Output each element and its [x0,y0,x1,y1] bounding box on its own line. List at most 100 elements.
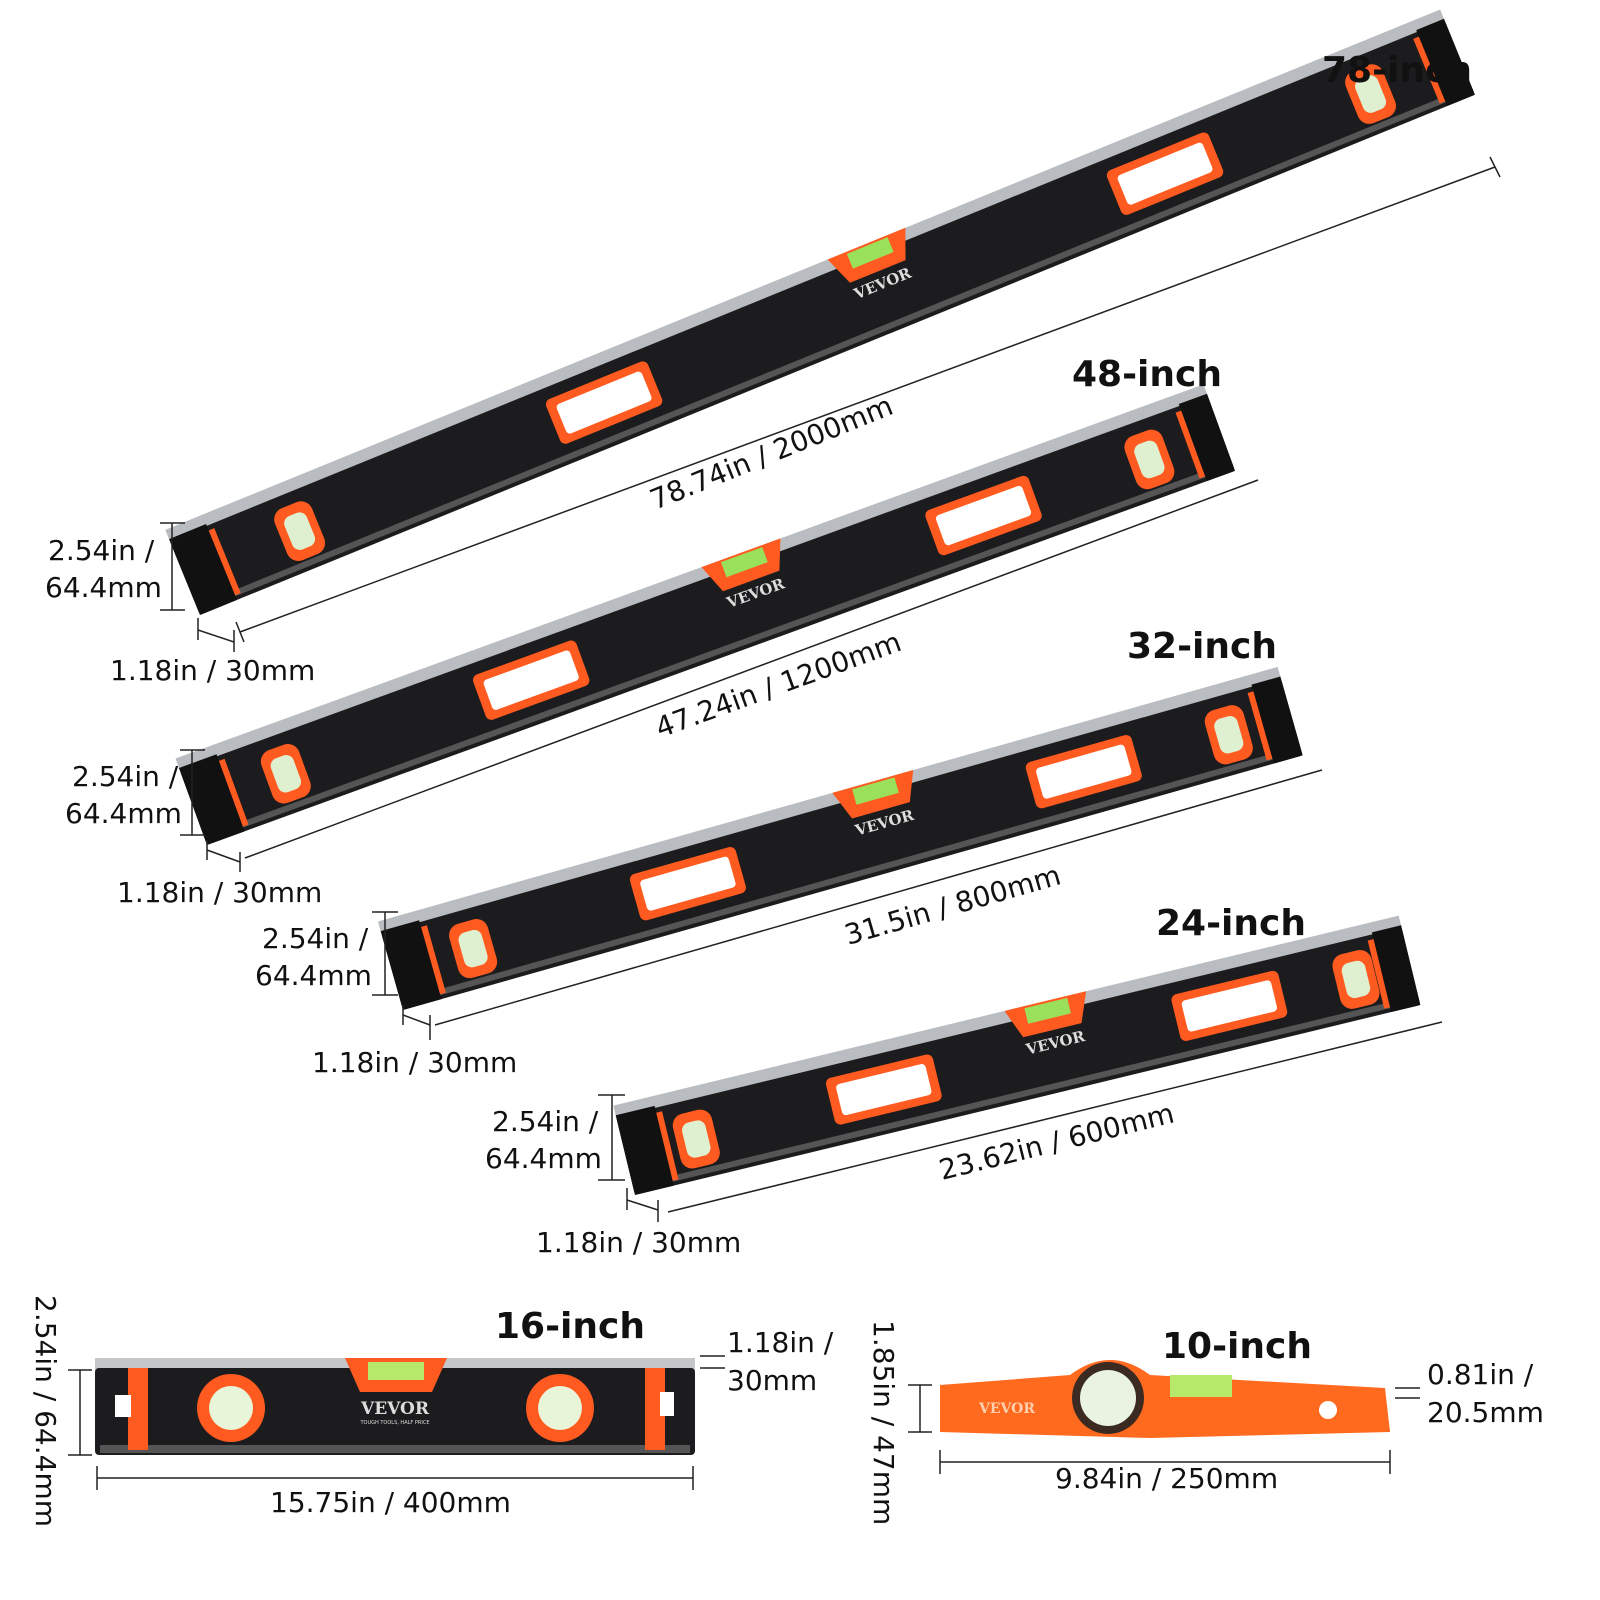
level-32-vial [458,929,488,968]
level-48: VEVOR [175,384,1236,845]
level-48-left-trim [218,758,249,827]
level-16-height: 2.54in / 64.4mm [29,1295,62,1527]
level-78-length-line [235,156,1501,643]
level-32-vial [1214,716,1244,754]
level-48-height-b: 64.4mm [65,797,182,830]
level-16-width-line [700,1355,725,1369]
level-24-length-line [667,1021,1443,1213]
level-32-handle-hole [640,856,736,911]
level-10-brand: VEVOR [978,1401,1035,1417]
level-78-vial [1355,75,1387,113]
level-16-width-a: 1.18in / [727,1326,834,1359]
level-24-title: 24-inch [1156,903,1306,944]
level-78-top-face [165,9,1446,543]
level-32-length-line [434,769,1323,1026]
level-48-left-cap [178,754,245,845]
level-10-length: 9.84in / 250mm [1055,1462,1278,1495]
level-48-top-face [175,384,1209,772]
level-16: VEVOR TOUGH TOOLS, HALF PRICE [95,1358,695,1455]
level-32-center-vial [852,777,899,805]
level-10-height-line [908,1384,932,1433]
level-10-length-line [939,1450,1391,1474]
level-24-center-vial [1024,997,1071,1024]
level-32-height-b: 64.4mm [255,959,372,992]
level-78-left-trim [208,528,241,596]
level-32-right-cap [1251,676,1303,764]
level-78-vial [284,512,316,550]
level-48-width-line [206,840,241,872]
level-10-width-line [1395,1387,1420,1399]
level-48-title: 48-inch [1072,354,1222,395]
level-10-title: 10-inch [1162,1326,1312,1367]
level-10-torpedo: VEVOR [940,1360,1390,1438]
level-16-length-line [96,1466,694,1490]
level-24-height-line [598,1094,625,1181]
level-32-ruler [400,745,1302,1007]
level-16-height-line [68,1369,92,1456]
level-32-width: 1.18in / 30mm [312,1046,517,1079]
level-24-vial [682,1120,711,1158]
level-48-ruler [203,461,1234,842]
level-16-width-b: 30mm [727,1364,817,1397]
level-32-width-line [402,1005,431,1040]
level-78-center-vial [846,237,894,269]
level-78-handle-hole [1117,142,1213,205]
level-24-top-face [613,915,1403,1120]
level-24-height-b: 64.4mm [485,1142,602,1175]
level-48-vial [270,754,302,793]
level-78: VEVOR [165,9,1475,615]
level-24: VEVOR [613,915,1421,1195]
level-24-right-trim [1367,939,1391,1009]
level-16-title: 16-inch [495,1306,645,1347]
level-24-right-cap [1371,925,1421,1013]
level-78-right-trim [1413,36,1446,104]
level-24-vial [1341,960,1371,999]
level-10-height: 1.85in / 47mm [867,1320,900,1525]
level-48-right-trim [1175,410,1206,479]
level-32-left-cap [380,920,442,1010]
level-78-width-line [197,618,235,652]
level-32-height-line [372,911,398,996]
level-24-handle-hole [1181,980,1278,1032]
level-32-height-a: 2.54in / [262,922,369,955]
level-78-left-cap [169,523,238,615]
level-78-height-a: 2.54in / [48,534,155,567]
level-78-height-line [160,522,185,611]
level-78-handle-hole [556,371,652,434]
level-24-left-trim [656,1111,679,1181]
level-24-ruler [632,995,1420,1192]
level-48-right-cap [1178,393,1236,482]
level-78-right-cap [1416,18,1475,107]
level-48-handle-hole [483,650,579,710]
level-78-height-b: 64.4mm [45,571,162,604]
level-48-height-line [180,749,205,836]
level-48-length-line [244,479,1259,859]
level-24-width-line [626,1188,659,1222]
level-78-width: 1.18in / 30mm [110,654,315,687]
level-10-width-a: 0.81in / [1427,1358,1534,1391]
level-32-left-trim [421,925,446,995]
level-16-tagline: TOUGH TOOLS, HALF PRICE [360,1420,430,1426]
level-24-height-a: 2.54in / [492,1105,599,1138]
level-16-brand: VEVOR [360,1399,430,1419]
level-48-height-a: 2.54in / [72,760,179,793]
level-48-vial [1134,440,1165,479]
level-32-top-face [377,666,1282,935]
level-32-title: 32-inch [1127,626,1277,667]
level-32-right-trim [1247,691,1273,761]
level-32-handle-hole [1036,744,1132,799]
level-78-title: 78-inch [1322,50,1472,91]
level-48-center-vial [720,547,768,578]
level-16-length: 15.75in / 400mm [270,1486,511,1519]
level-48-handle-hole [935,485,1032,546]
level-48-width: 1.18in / 30mm [117,876,322,909]
level-32: VEVOR [377,666,1303,1010]
level-24-left-cap [615,1105,674,1195]
level-78-ruler [196,85,1474,612]
level-24-handle-hole [836,1063,932,1116]
level-10-width-b: 20.5mm [1427,1396,1544,1429]
level-24-width: 1.18in / 30mm [536,1226,741,1259]
